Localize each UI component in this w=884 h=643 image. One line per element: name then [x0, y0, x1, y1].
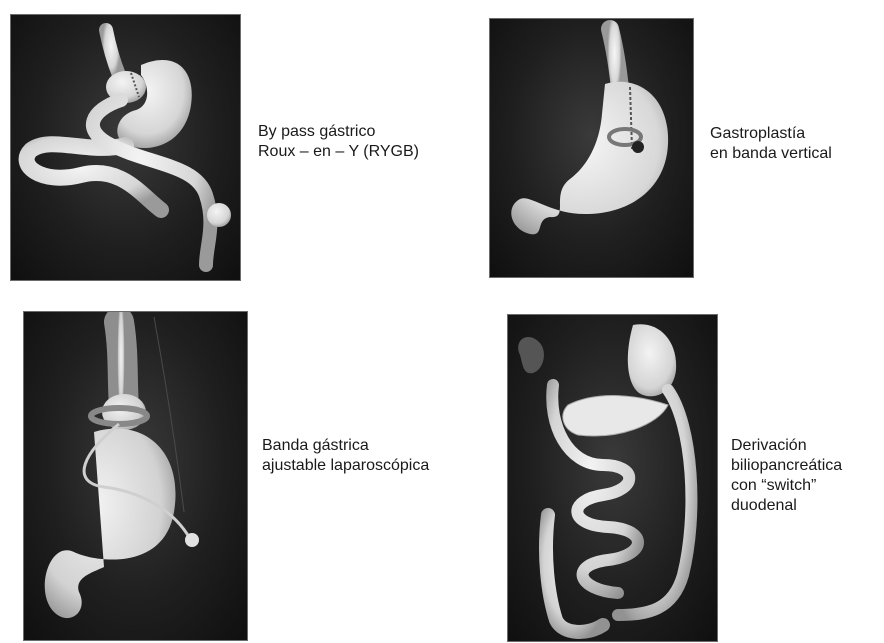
bpd-caption: Derivación biliopancreática con “switch”…: [731, 436, 842, 516]
caption-line: Roux – en – Y (RYGB): [258, 142, 419, 162]
caption-line: Gastroplastía: [710, 124, 832, 144]
rygb-caption: By pass gástrico Roux – en – Y (RYGB): [258, 122, 419, 162]
caption-line: Derivación: [731, 436, 842, 456]
caption-line: duodenal: [731, 496, 842, 516]
lagb-caption: Banda gástrica ajustable laparoscópica: [262, 436, 429, 476]
colon: [546, 515, 603, 632]
anastomosis: [207, 203, 231, 227]
esophagus: [106, 30, 119, 75]
stomach: [45, 429, 176, 619]
vbg-illustration: [489, 18, 694, 278]
caption-line: ajustable laparoscópica: [262, 456, 429, 476]
stomach: [511, 82, 668, 235]
stoma-window: [632, 141, 644, 153]
vbg-drawing: [490, 19, 693, 277]
pancreas: [563, 396, 668, 436]
lagb-drawing: [24, 312, 247, 640]
bpd-illustration: [507, 314, 718, 642]
caption-line: en banda vertical: [710, 144, 832, 164]
lagb-illustration: [23, 311, 248, 641]
rygb-illustration: [10, 14, 241, 281]
vbg-caption: Gastroplastía en banda vertical: [710, 124, 832, 164]
caption-line: con “switch”: [731, 476, 842, 496]
gallbladder: [518, 337, 544, 373]
rygb-drawing: [11, 15, 240, 280]
caption-line: Banda gástrica: [262, 436, 429, 456]
bpd-drawing: [508, 315, 717, 641]
access-port: [185, 533, 199, 547]
caption-line: biliopancreática: [731, 456, 842, 476]
caption-line: By pass gástrico: [258, 122, 419, 142]
esophagus: [610, 29, 620, 89]
